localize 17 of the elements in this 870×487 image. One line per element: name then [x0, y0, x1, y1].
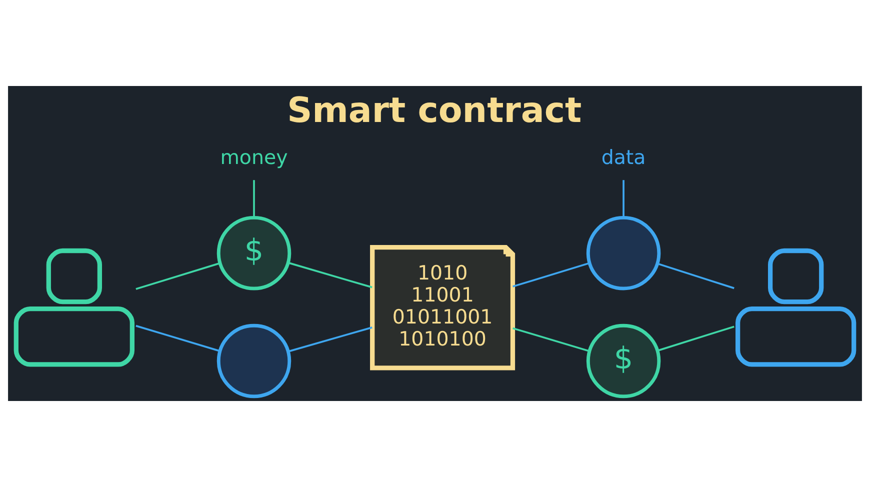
connector	[512, 327, 590, 352]
node-circle: $	[586, 324, 661, 398]
connector	[136, 324, 220, 352]
node-circle: $	[216, 216, 292, 290]
connector	[512, 262, 590, 288]
connector	[288, 326, 372, 352]
connector	[657, 262, 734, 290]
connector	[657, 326, 734, 352]
node-text: data	[601, 146, 646, 169]
diagram-title: Smart contract	[287, 90, 582, 131]
node-circle	[586, 216, 661, 290]
connector	[622, 180, 624, 218]
connector	[136, 262, 220, 290]
connector	[253, 180, 255, 218]
connector	[288, 262, 372, 288]
node-circle	[216, 324, 292, 398]
node-text: money	[220, 146, 288, 169]
